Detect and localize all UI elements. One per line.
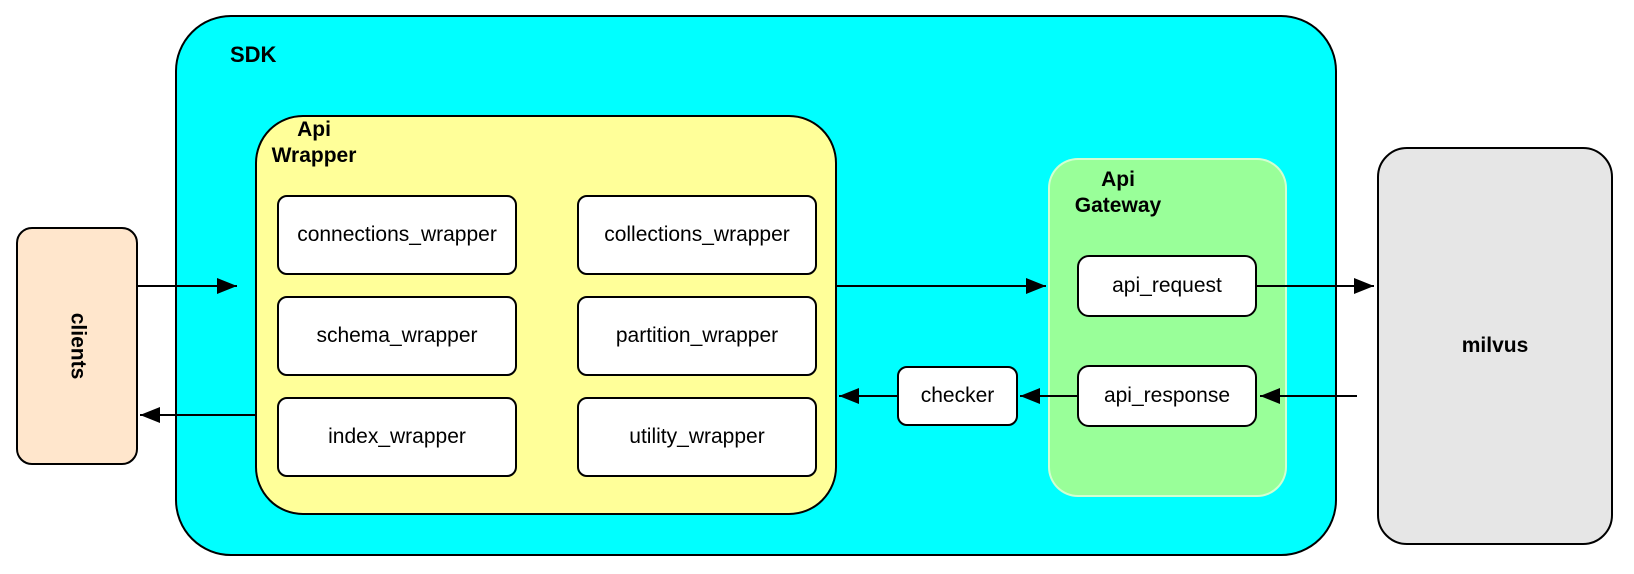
node-label: partition_wrapper xyxy=(615,324,779,347)
sdk-label: SDK xyxy=(230,42,277,67)
node-api-request: api_request xyxy=(1077,255,1257,317)
node-api-response: api_response xyxy=(1077,365,1257,427)
node-label: utility_wrapper xyxy=(629,425,765,448)
node-label: api_response xyxy=(1103,384,1231,407)
node-connections-wrapper: connections_wrapper xyxy=(277,195,517,275)
node-label: index_wrapper xyxy=(328,425,466,448)
milvus-node: milvus xyxy=(1377,147,1613,545)
node-utility-wrapper: utility_wrapper xyxy=(577,397,817,477)
api-gateway-container xyxy=(1048,158,1287,497)
node-collections-wrapper: collections_wrapper xyxy=(577,195,817,275)
node-label: collections_wrapper xyxy=(604,223,790,246)
node-partition-wrapper: partition_wrapper xyxy=(577,296,817,376)
node-schema-wrapper: schema_wrapper xyxy=(277,296,517,376)
node-label: schema_wrapper xyxy=(316,324,478,347)
node-index-wrapper: index_wrapper xyxy=(277,397,517,477)
api-gateway-label: Api Gateway xyxy=(1074,168,1162,217)
node-label: checker xyxy=(920,384,995,407)
api-wrapper-label: Api Wrapper xyxy=(271,118,357,167)
node-label: api_request xyxy=(1112,274,1222,297)
node-label: connections_wrapper xyxy=(297,223,497,246)
node-checker: checker xyxy=(897,366,1018,426)
clients-label: clients xyxy=(66,312,89,380)
milvus-label: milvus xyxy=(1461,334,1529,357)
clients-node: clients xyxy=(16,227,138,465)
